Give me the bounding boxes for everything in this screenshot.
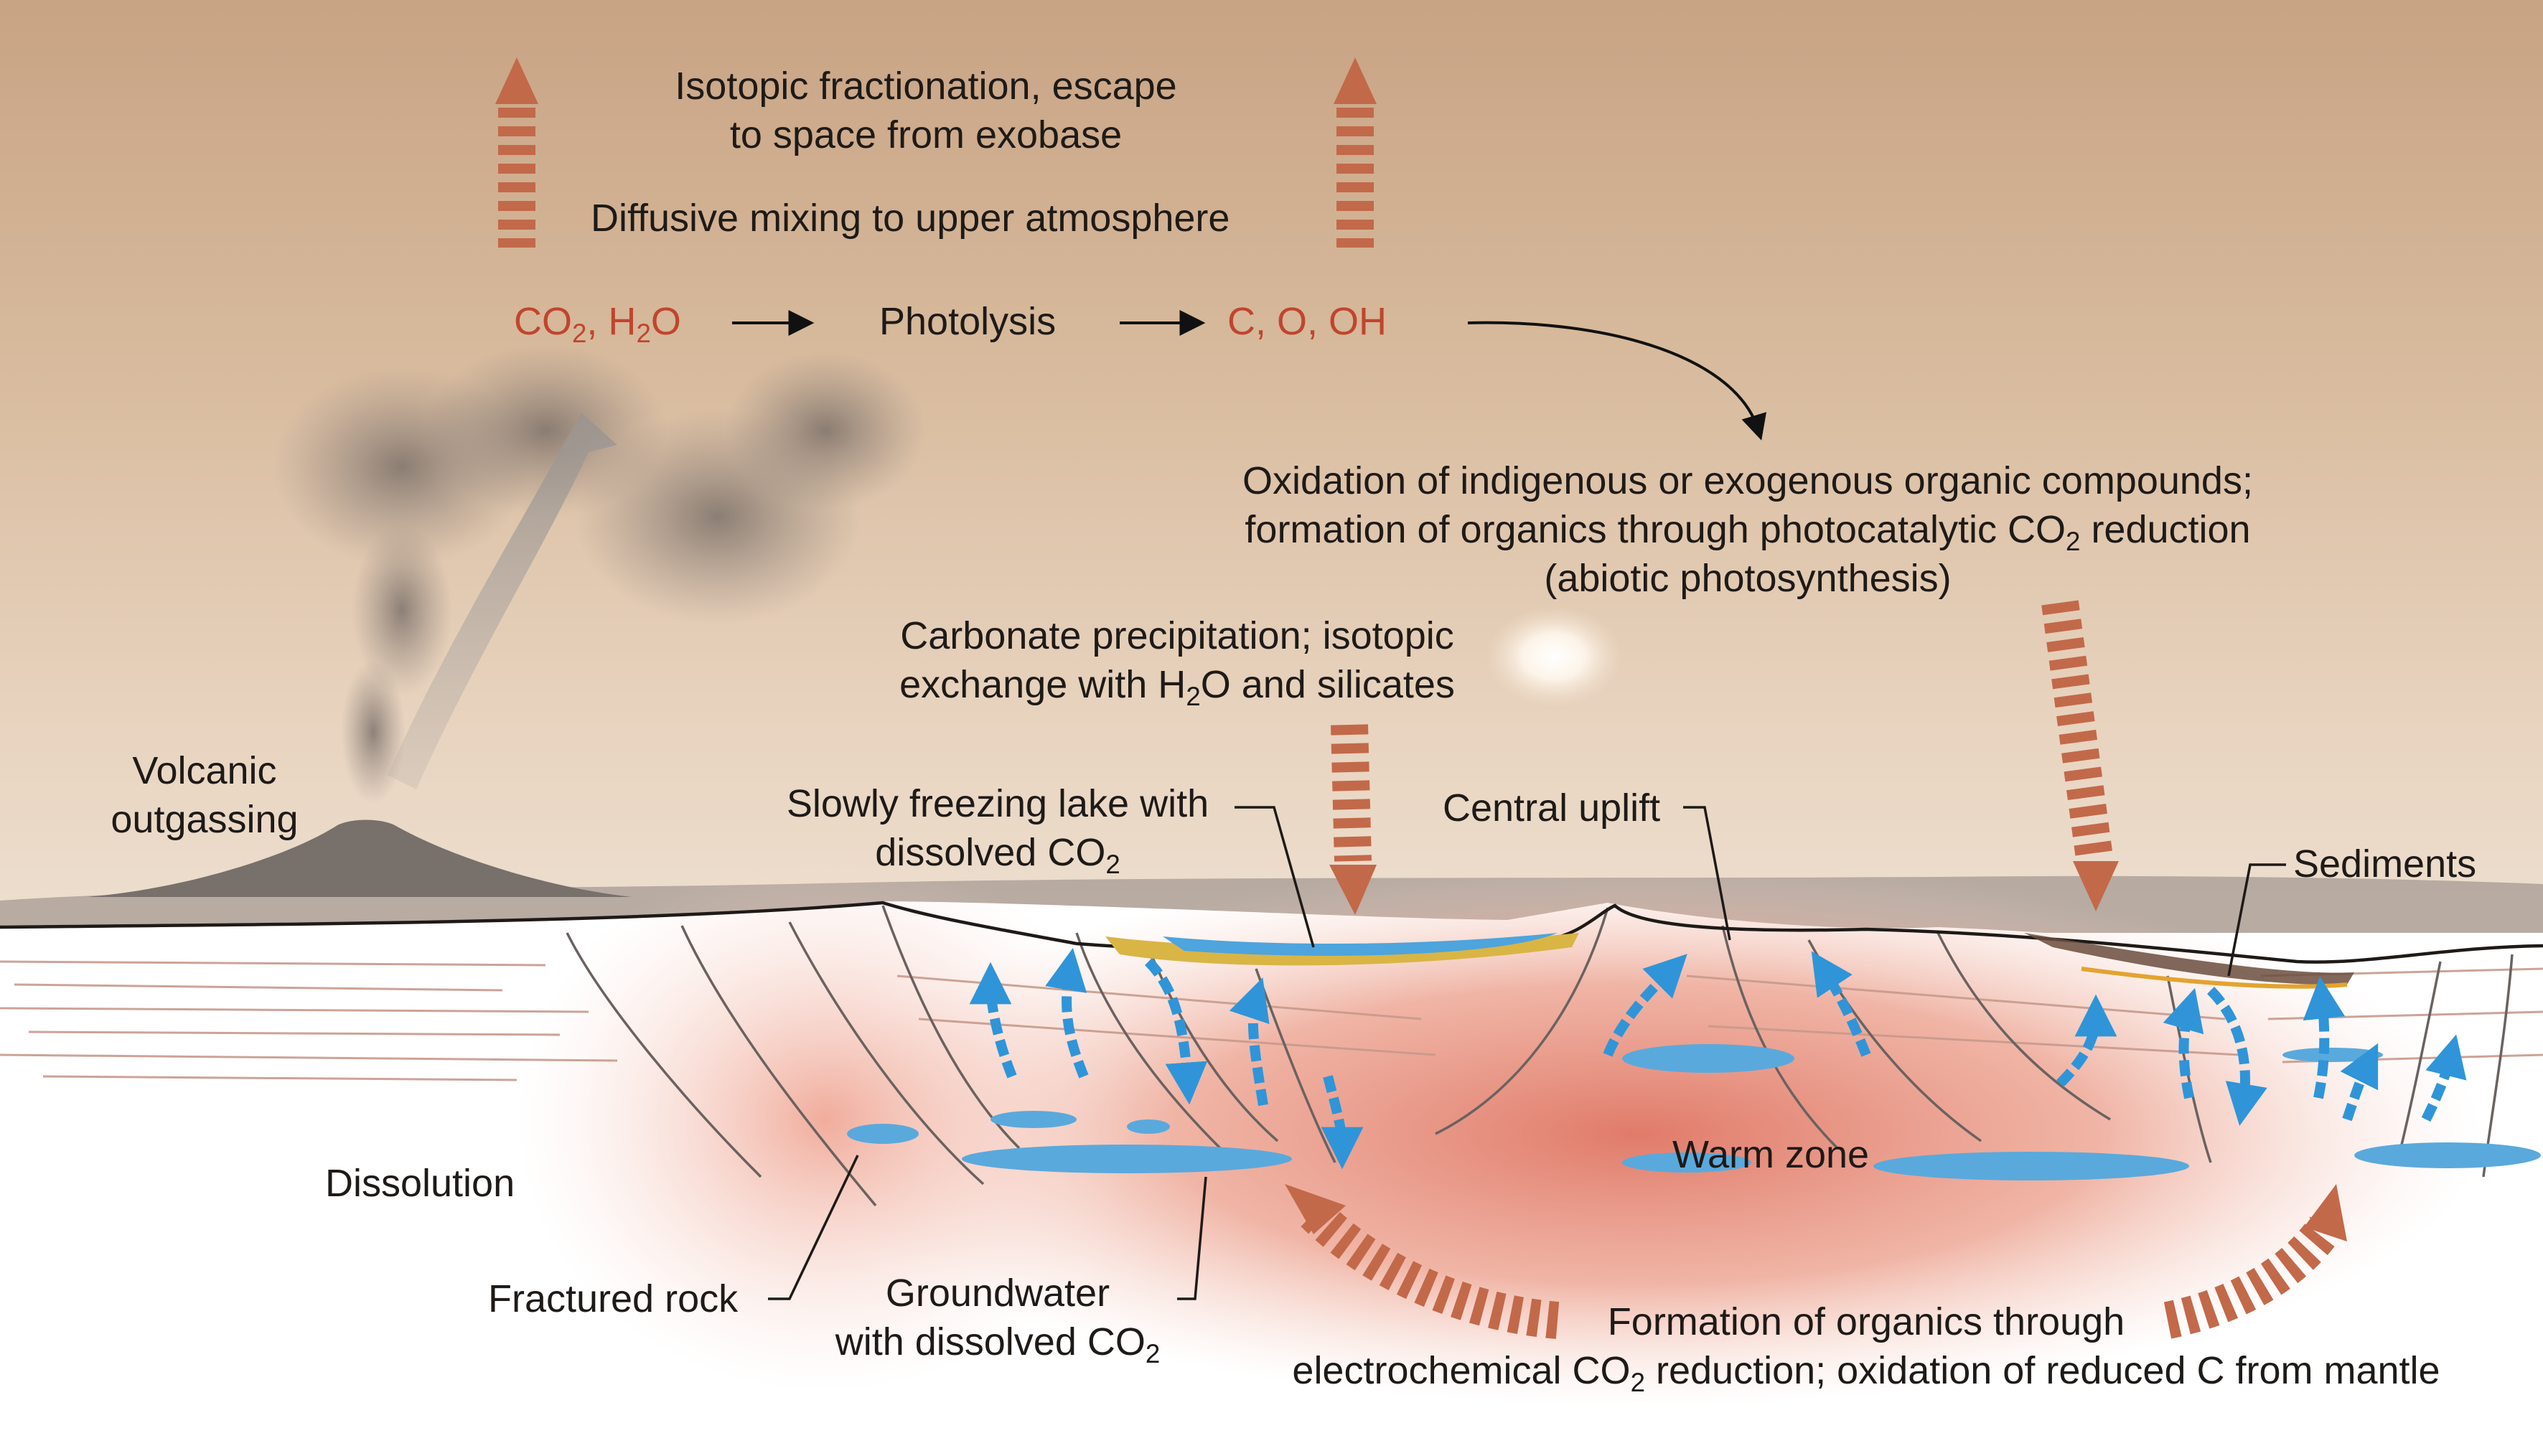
reactant-co: CO (514, 300, 572, 343)
formation-line-2-sub: 2 (1630, 1368, 1645, 1398)
smoke-plume-icon (273, 344, 926, 804)
oxidation-line-1: Oxidation of indigenous or exogenous org… (1242, 459, 2253, 502)
lake-line-1: Slowly freezing lake with (786, 782, 1209, 825)
formation-line-1: Formation of organics through (1607, 1300, 2125, 1343)
formation-label: Formation of organics through electroche… (1249, 1297, 2483, 1398)
escape-line-2: to space from exobase (729, 113, 1123, 156)
callout-leaders (768, 806, 2286, 1300)
oxidation-line-3: (abiotic photosynthesis) (1544, 557, 1952, 600)
volcanic-label: Volcanic outgassing (86, 746, 323, 844)
escape-label: Isotopic fractionation, escape to space … (589, 62, 1263, 159)
reactant-h: , H (586, 300, 637, 343)
oxidation-line-2b: reduction (2080, 508, 2251, 551)
escape-arrow-right (1334, 57, 1377, 248)
oxidation-label: Oxidation of indigenous or exogenous org… (1163, 456, 2333, 603)
sediments-label: Sediments (2293, 842, 2477, 886)
outgassing-arrow (388, 413, 617, 789)
reactant-o: O (650, 300, 681, 343)
escape-arrow-left (495, 57, 538, 248)
groundwater-line-2a: with dissolved CO (835, 1320, 1146, 1363)
photolysis-label: Photolysis (879, 300, 1057, 343)
groundwater-line-2: with dissolved CO2 (818, 1318, 1177, 1369)
formation-arrow-left (1285, 1184, 1560, 1339)
oxidation-line-2-sub: 2 (2066, 527, 2081, 557)
carbonate-line-2-sub: 2 (1186, 682, 1201, 712)
dissolution-label: Dissolution (325, 1162, 515, 1205)
warm-zone-label: Warm zone (1672, 1133, 1870, 1176)
carbonate-arrow (1329, 724, 1377, 915)
warm-zone-glow (790, 861, 2483, 1406)
escape-line-1: Isotopic fractionation, escape (675, 65, 1177, 108)
reaction-arrow-3 (1467, 321, 1766, 441)
lake-line-2-sub: 2 (1105, 850, 1120, 880)
formation-arrow-right (2163, 1184, 2347, 1339)
lake-line-2: dissolved CO2 (768, 828, 1227, 880)
volcanic-line-1: Volcanic (132, 749, 277, 792)
carbonate-line-2: exchange with H2O and silicates (861, 660, 1493, 712)
products-label: C, O, OH (1227, 300, 1387, 343)
volcanic-line-2: outgassing (111, 798, 299, 841)
groundwater-label: Groundwater with dissolved CO2 (818, 1269, 1177, 1369)
reactants-label: CO2, H2O (514, 297, 681, 349)
groundwater-flow-arrows (969, 947, 2467, 1170)
oxidation-line-2a: formation of organics through photocatal… (1245, 508, 2066, 551)
fractured-rock-label: Fractured rock (488, 1277, 739, 1320)
groundwater-line-1: Groundwater (885, 1272, 1110, 1315)
lake-line-2a: dissolved CO (875, 831, 1106, 874)
formation-line-2b: reduction; oxidation of reduced C from m… (1644, 1349, 2440, 1392)
reactant-h-sub: 2 (636, 319, 651, 349)
sun-icon (1486, 606, 1622, 707)
carbonate-line-2b: O and silicates (1200, 663, 1455, 706)
oxidation-line-2: formation of organics through photocatal… (1163, 505, 2333, 557)
formation-line-2: electrochemical CO2 reduction; oxidation… (1249, 1346, 2483, 1398)
carbonate-line-1: Carbonate precipitation; isotopic (900, 614, 1454, 657)
volcano-icon (86, 819, 632, 897)
oxidation-arrow (2041, 600, 2119, 911)
groundwater-line-2-sub: 2 (1145, 1339, 1161, 1369)
central-uplift-label: Central uplift (1443, 786, 1661, 830)
sediment-layer (2024, 933, 2354, 985)
carbonate-label: Carbonate precipitation; isotopic exchan… (861, 611, 1493, 712)
lake-label: Slowly freezing lake with dissolved CO2 (768, 779, 1227, 880)
groundwater-pockets (847, 1044, 2541, 1180)
formation-line-2a: electrochemical CO (1292, 1349, 1631, 1392)
mixing-label: Diffusive mixing to upper atmosphere (591, 197, 1230, 240)
lake-water (1163, 933, 1558, 956)
carbonate-line-2a: exchange with H (899, 663, 1186, 706)
reactant-co-sub: 2 (572, 319, 587, 349)
